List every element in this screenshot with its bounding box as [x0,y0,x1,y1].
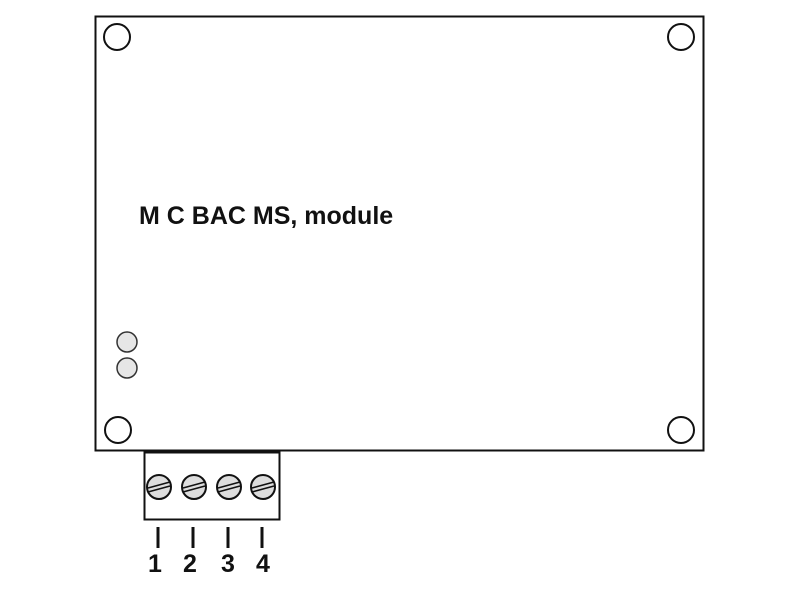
screw-slot [182,481,206,489]
terminal-screw-4 [250,474,276,500]
screw-slot [147,485,171,493]
screw-slot [217,481,241,489]
led-indicator-1 [116,331,138,353]
terminal-number-1: 1 [148,550,162,578]
mounting-hole-top-left [103,23,131,51]
module-label: M C BAC MS, module [139,202,394,230]
screw-slot [217,485,241,493]
terminal-number-3: 3 [221,550,235,578]
terminal-number-4: 4 [256,550,270,578]
screw-slot [147,481,171,489]
screw-slot [251,485,275,493]
terminal-number-2: 2 [183,550,197,578]
terminal-screw-2 [181,474,207,500]
screw-slot [182,485,206,493]
terminal-screw-1 [146,474,172,500]
mounting-hole-bottom-left [104,416,132,444]
module-board [94,15,705,452]
mounting-hole-top-right [667,23,695,51]
mounting-hole-bottom-right [667,416,695,444]
terminal-screw-3 [216,474,242,500]
screw-slot [251,481,275,489]
led-indicator-2 [116,357,138,379]
